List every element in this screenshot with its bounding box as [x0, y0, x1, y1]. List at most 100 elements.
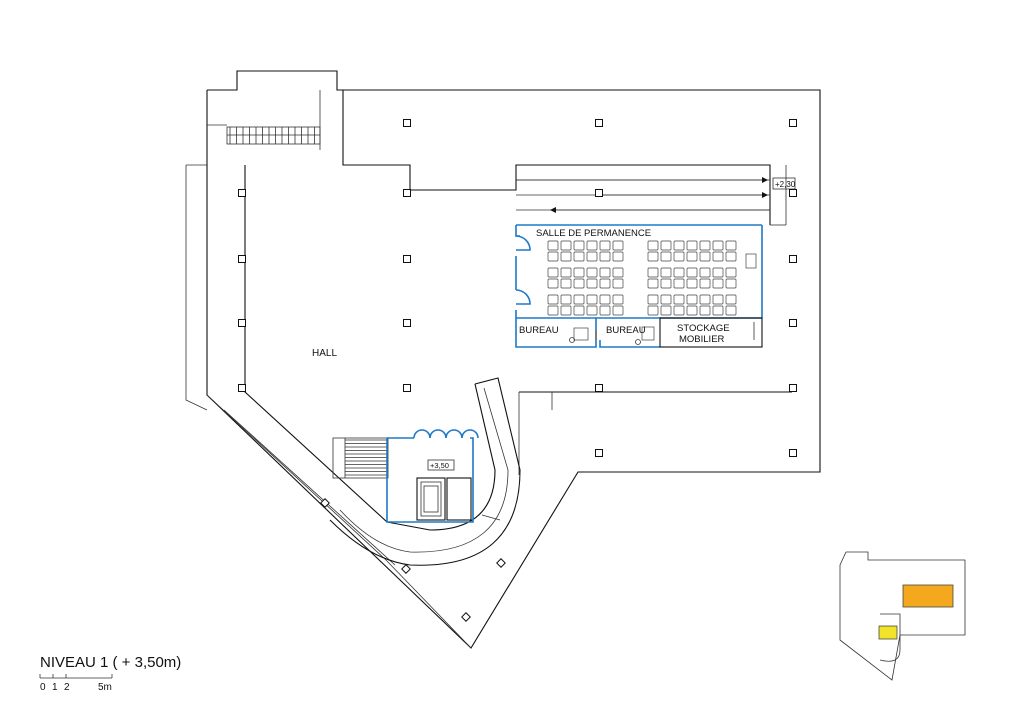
desk [599, 267, 611, 278]
level-title: NIVEAU 1 ( + 3,50m) [40, 654, 182, 671]
desk [686, 267, 698, 278]
desk [686, 251, 698, 262]
salle-label: SALLE DE PERMANENCE [536, 228, 651, 239]
column [403, 119, 411, 127]
desk [712, 251, 724, 262]
column [789, 384, 797, 392]
desk [560, 294, 572, 305]
desk [673, 240, 685, 251]
desk [647, 278, 659, 289]
desk [586, 240, 598, 251]
column [789, 119, 797, 127]
desk [725, 294, 737, 305]
scale-tick-1: 1 [52, 682, 58, 693]
desk [725, 305, 737, 316]
desk [573, 251, 585, 262]
column [789, 189, 797, 197]
desk [586, 267, 598, 278]
stockage-label-1: STOCKAGE [677, 323, 730, 334]
column [789, 449, 797, 457]
desk [660, 251, 672, 262]
desk [712, 267, 724, 278]
desk [712, 278, 724, 289]
column [238, 189, 246, 197]
level-stair-label: +3,50 [430, 461, 449, 470]
desk [725, 278, 737, 289]
column [595, 384, 603, 392]
desk [573, 267, 585, 278]
desk [599, 278, 611, 289]
desk [547, 294, 559, 305]
column [461, 612, 471, 622]
desk [599, 251, 611, 262]
desk [699, 267, 711, 278]
desk [560, 278, 572, 289]
desk [586, 294, 598, 305]
stockage-label-2: MOBILIER [679, 334, 725, 345]
column [238, 384, 246, 392]
column [403, 319, 411, 327]
office-block [569, 317, 763, 348]
desk [686, 240, 698, 251]
desk [586, 251, 598, 262]
desk [647, 294, 659, 305]
desk [599, 305, 611, 316]
desk [647, 267, 659, 278]
desk [612, 305, 624, 316]
key-plan [839, 551, 966, 681]
desk [573, 294, 585, 305]
scale-bar [39, 674, 113, 679]
level-ramp-label: +2,30 [775, 180, 796, 189]
desk [699, 278, 711, 289]
desk [573, 240, 585, 251]
desk [560, 305, 572, 316]
desk [586, 278, 598, 289]
desk [599, 294, 611, 305]
desk [699, 294, 711, 305]
lift-lobby [386, 429, 479, 523]
desk [547, 267, 559, 278]
desk [547, 251, 559, 262]
level-tag-stair [427, 459, 455, 471]
column [403, 189, 411, 197]
desk [712, 240, 724, 251]
desk [660, 305, 672, 316]
column [401, 564, 411, 574]
column [595, 119, 603, 127]
desk [673, 267, 685, 278]
desk [725, 251, 737, 262]
hall-label: HALL [312, 348, 337, 359]
desk [612, 240, 624, 251]
column [238, 319, 246, 327]
column [320, 498, 330, 508]
desk [725, 267, 737, 278]
column [595, 189, 603, 197]
scale-tick-2: 2 [64, 682, 70, 693]
desk [547, 240, 559, 251]
desk [647, 240, 659, 251]
ramp-arrows [516, 177, 770, 213]
stair-south [332, 437, 389, 479]
desk [673, 278, 685, 289]
desk [686, 305, 698, 316]
desk [647, 305, 659, 316]
desk [686, 278, 698, 289]
column [403, 255, 411, 263]
desk [586, 305, 598, 316]
key-plan-highlight-salle [902, 584, 954, 608]
column [238, 255, 246, 263]
desk [660, 278, 672, 289]
desk [712, 294, 724, 305]
desk [686, 294, 698, 305]
desk [547, 305, 559, 316]
column [595, 449, 603, 457]
desk [673, 294, 685, 305]
desk [612, 267, 624, 278]
desk [599, 240, 611, 251]
column [403, 384, 411, 392]
desk [660, 267, 672, 278]
stair-north [226, 126, 321, 145]
desk [673, 251, 685, 262]
structural-columns [238, 119, 797, 622]
desk [699, 251, 711, 262]
